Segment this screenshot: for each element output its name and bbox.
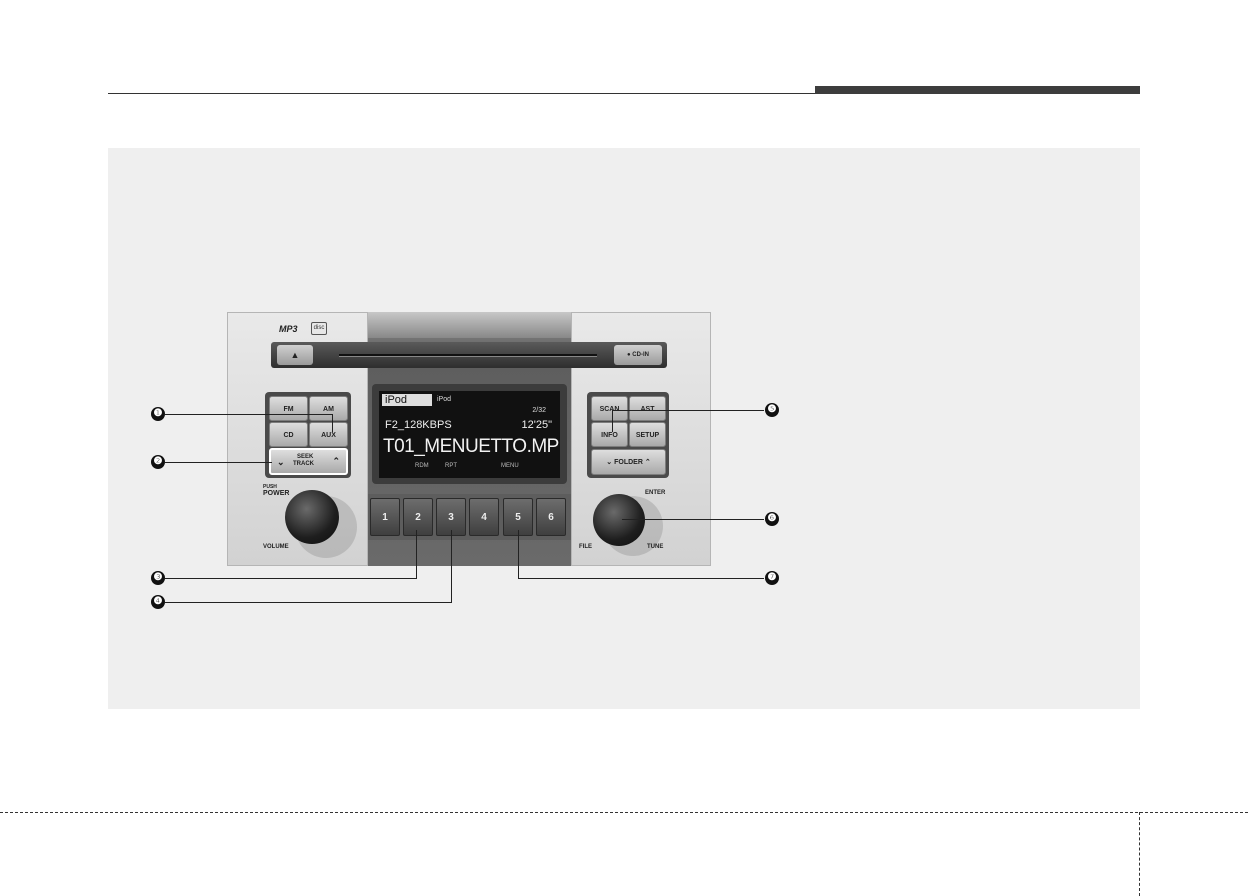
- setup-button[interactable]: SETUP: [629, 422, 666, 447]
- folder-button[interactable]: ⌄ FOLDER ⌃: [591, 449, 666, 475]
- footer-dashed-rule: [0, 812, 1248, 813]
- mp3-logo: MP3: [279, 324, 298, 334]
- file-label: FILE: [579, 544, 592, 550]
- chevron-down-icon: ⌄: [277, 457, 285, 467]
- cd-slot: [339, 354, 597, 357]
- preset-button-1[interactable]: 1: [370, 498, 400, 536]
- chevron-up-icon: ⌃: [642, 459, 651, 466]
- play-time: 12'25": [521, 419, 552, 431]
- track-label: TRACK: [293, 461, 314, 467]
- seek-track-button[interactable]: ⌄ SEEK TRACK ⌃: [269, 448, 348, 475]
- chevron-up-icon: ⌃: [332, 456, 340, 466]
- display-tab-secondary: iPod: [437, 396, 452, 403]
- lcd-display: iPod iPod 2/32 F2_128KBPS 12'25" T01_MEN…: [379, 391, 560, 478]
- leader-line-3b: [416, 530, 417, 579]
- preset-button-6[interactable]: 6: [536, 498, 566, 536]
- callout-7: ❼: [765, 571, 779, 585]
- leader-line-6: [622, 519, 764, 520]
- leader-line-2: [165, 462, 272, 463]
- aux-button[interactable]: AUX: [309, 422, 348, 447]
- cd-slot-bar: ▲ ● CD-IN: [271, 342, 667, 368]
- leader-line-5b: [612, 410, 613, 432]
- callout-1: ❶: [151, 407, 165, 421]
- leader-line-1b: [332, 414, 333, 432]
- header-bar: [815, 86, 1140, 94]
- volume-knob[interactable]: [285, 490, 339, 544]
- eject-button[interactable]: ▲: [277, 345, 313, 365]
- push-label: PUSH: [263, 484, 277, 490]
- cd-button[interactable]: CD: [269, 422, 308, 447]
- track-count: 2/32: [532, 407, 546, 414]
- callout-2: ❷: [151, 455, 165, 469]
- callout-5: ❺: [765, 403, 779, 417]
- leader-line-4b: [451, 530, 452, 603]
- bitrate-text: F2_128KBPS: [385, 419, 452, 431]
- volume-label: VOLUME: [263, 544, 289, 550]
- scan-button[interactable]: SCAN: [591, 396, 628, 421]
- leader-line-1: [165, 414, 333, 415]
- enter-label: ENTER: [645, 490, 666, 496]
- leader-line-7: [518, 578, 764, 579]
- song-title: T01_MENUETTO.MP: [383, 436, 559, 457]
- preset-button-4[interactable]: 4: [469, 498, 499, 536]
- fm-button[interactable]: FM: [269, 396, 308, 421]
- soft-key-rdm: RDM: [415, 463, 429, 469]
- soft-key-menu: MENU: [501, 463, 519, 469]
- folder-label: FOLDER: [614, 459, 643, 466]
- disc-logo: disc: [311, 322, 327, 335]
- audio-head-unit: MP3 disc ▲ ● CD-IN FM AM CD AUX ⌄ SEEK T…: [227, 312, 711, 566]
- chevron-down-icon: ⌄: [606, 459, 615, 466]
- leader-line-4: [165, 602, 452, 603]
- callout-4: ❹: [151, 595, 165, 609]
- power-label: POWER: [263, 490, 290, 497]
- footer-vertical-dash: [1139, 812, 1140, 896]
- leader-line-7b: [518, 530, 519, 579]
- am-button[interactable]: AM: [309, 396, 348, 421]
- callout-3: ❸: [151, 571, 165, 585]
- preset-button-5[interactable]: 5: [503, 498, 533, 536]
- center-top-strip: [368, 312, 571, 338]
- callout-6: ❻: [765, 512, 779, 526]
- info-button[interactable]: INFO: [591, 422, 628, 447]
- soft-key-rpt: RPT: [445, 463, 457, 469]
- leader-line-3: [165, 578, 417, 579]
- tune-knob[interactable]: [593, 494, 645, 546]
- leader-line-5: [612, 410, 764, 411]
- header-rule: [108, 93, 816, 94]
- preset-button-2[interactable]: 2: [403, 498, 433, 536]
- display-tab: iPod: [382, 394, 432, 406]
- cd-in-indicator: ● CD-IN: [614, 345, 662, 365]
- ast-button[interactable]: AST: [629, 396, 666, 421]
- tune-label: TUNE: [647, 544, 664, 550]
- seek-label: SEEK: [297, 454, 314, 460]
